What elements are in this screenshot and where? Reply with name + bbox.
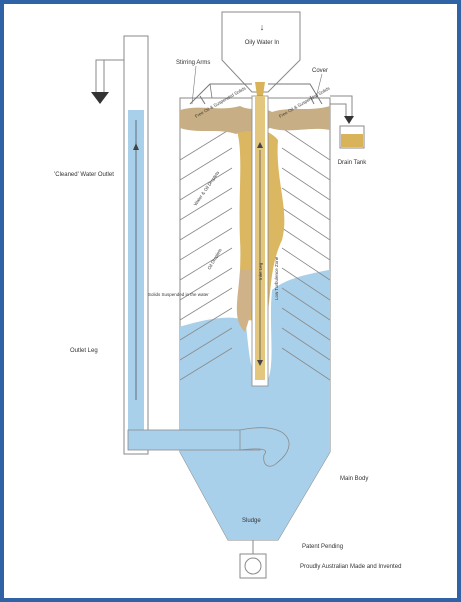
outlet-arrow-icon [91,92,109,104]
inlet-oil-stream [255,82,265,96]
label-outlet-leg: Outlet Leg [70,348,98,354]
label-drain-tank: Drain Tank [338,160,368,166]
label-main-body: Main Body [340,476,368,482]
label-cleaned-water-outlet: 'Cleaned' Water Outlet [54,172,114,178]
label-cover: Cover [312,68,328,74]
label-inlet-leg: Inlet Leg [258,262,263,280]
inlet-arrow-icon: ↓ [260,22,265,32]
clean-water-outlet-pipe [96,60,124,92]
label-sludge: Sludge [242,518,261,524]
label-proudly-australian: Proudly Australian Made and Invented [300,564,401,570]
label-patent-pending: Patent Pending [302,544,343,550]
label-oily-water-in: Oily Water In [245,40,279,46]
drain-arrow-icon [344,116,354,124]
label-low-turbulence-zone: Low Turbulence Zone [274,256,279,300]
drain-pipe [330,96,352,116]
label-solids-suspended: Solids Suspended in the water [148,292,209,297]
label-stirring-arms: Stirring Arms [176,60,210,66]
